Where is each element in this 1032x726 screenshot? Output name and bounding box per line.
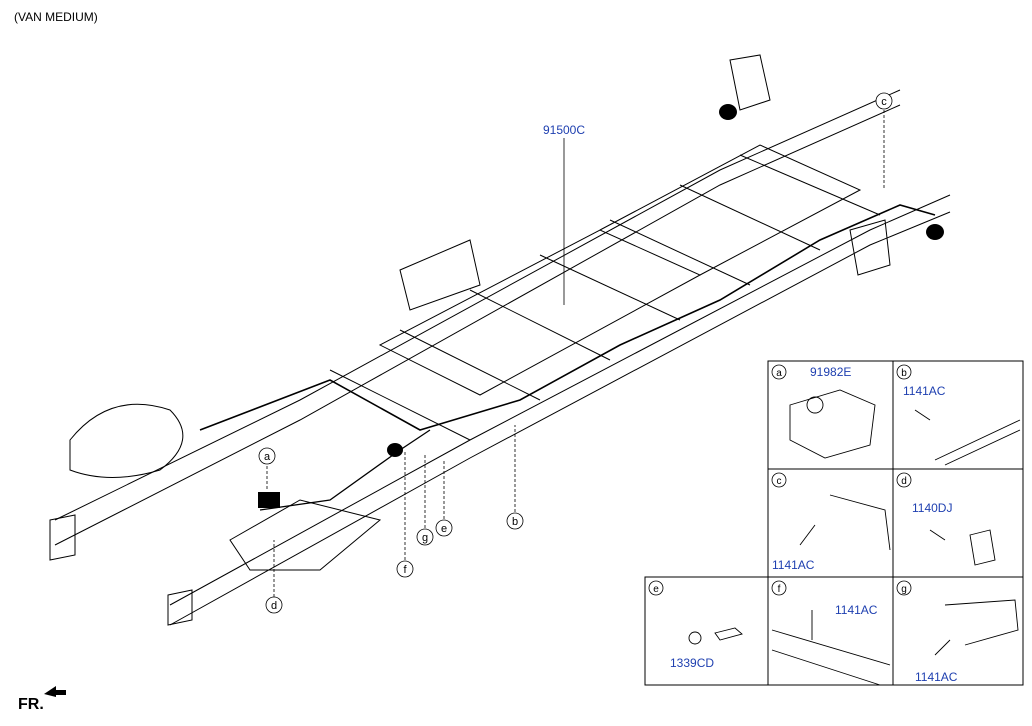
floor-panel	[378, 229, 702, 396]
cell-letter-c: c	[777, 476, 782, 487]
callout-d: d	[271, 600, 277, 612]
nut-sketch	[688, 631, 702, 645]
cross-member	[469, 289, 611, 361]
cell-letter-e: e	[653, 584, 659, 595]
cross-member	[329, 369, 471, 441]
outrigger	[729, 54, 771, 111]
rail-sketch	[934, 419, 1021, 466]
rail-end-right	[167, 589, 193, 626]
front-label: FR.	[18, 696, 44, 713]
grommet	[387, 443, 403, 457]
wiring-harness	[199, 204, 936, 431]
part-number-91500c: 91500C	[543, 123, 585, 137]
terminal-sketch	[714, 627, 743, 641]
cell-b-part: 1141AC	[903, 384, 946, 398]
bolt-sketch-g	[934, 639, 951, 656]
outrigger	[399, 239, 481, 311]
fr-arrow-icon	[44, 686, 66, 697]
cross-member	[679, 184, 821, 251]
frame-rail-left	[54, 89, 901, 521]
frame-rail-right-inner	[169, 211, 951, 626]
grommet	[719, 104, 737, 120]
rail-end-left	[49, 514, 76, 561]
rail-sketch-g	[944, 599, 1019, 646]
detail-table	[644, 360, 1024, 686]
cell-e-part: 1339CD	[670, 656, 714, 670]
cross-member	[609, 219, 751, 286]
cross-member	[739, 154, 881, 216]
cell-letter-f: f	[778, 584, 781, 595]
cell-letter-a: a	[776, 368, 782, 379]
cell-a-part: 91982E	[810, 365, 851, 379]
bolt-sketch	[914, 409, 931, 421]
callout-g: g	[422, 532, 428, 544]
cell-f-part: 1141AC	[835, 603, 878, 617]
front-suspension	[69, 403, 184, 478]
callout-e: e	[441, 523, 447, 535]
bracket-sketch	[799, 494, 891, 551]
cell-c-part: 1141AC	[772, 558, 815, 572]
floor-panel	[599, 144, 862, 276]
frame-rail-right	[169, 194, 951, 606]
cross-member	[539, 254, 681, 321]
variant-label: (VAN MEDIUM)	[14, 10, 98, 24]
outrigger	[849, 219, 891, 276]
cell-g-part: 1141AC	[915, 670, 958, 684]
connector-box	[258, 492, 280, 508]
cell-letter-b: b	[901, 368, 907, 379]
cell-letter-d: d	[901, 476, 907, 487]
callout-a: a	[264, 451, 271, 463]
control-unit-sketch	[789, 389, 876, 459]
callout-b: b	[512, 516, 518, 528]
callout-f: f	[403, 564, 407, 576]
cross-member	[399, 329, 541, 401]
cell-d-part: 1140DJ	[912, 501, 952, 515]
wiring-harness-branch	[259, 429, 431, 511]
clip-sketch	[929, 529, 996, 566]
cell-letter-g: g	[901, 584, 907, 595]
frame-rail-left-inner	[54, 104, 901, 546]
grommet	[926, 224, 944, 240]
callout-c: c	[881, 96, 887, 108]
floor-sketch	[771, 629, 891, 686]
front-mount	[229, 499, 382, 571]
